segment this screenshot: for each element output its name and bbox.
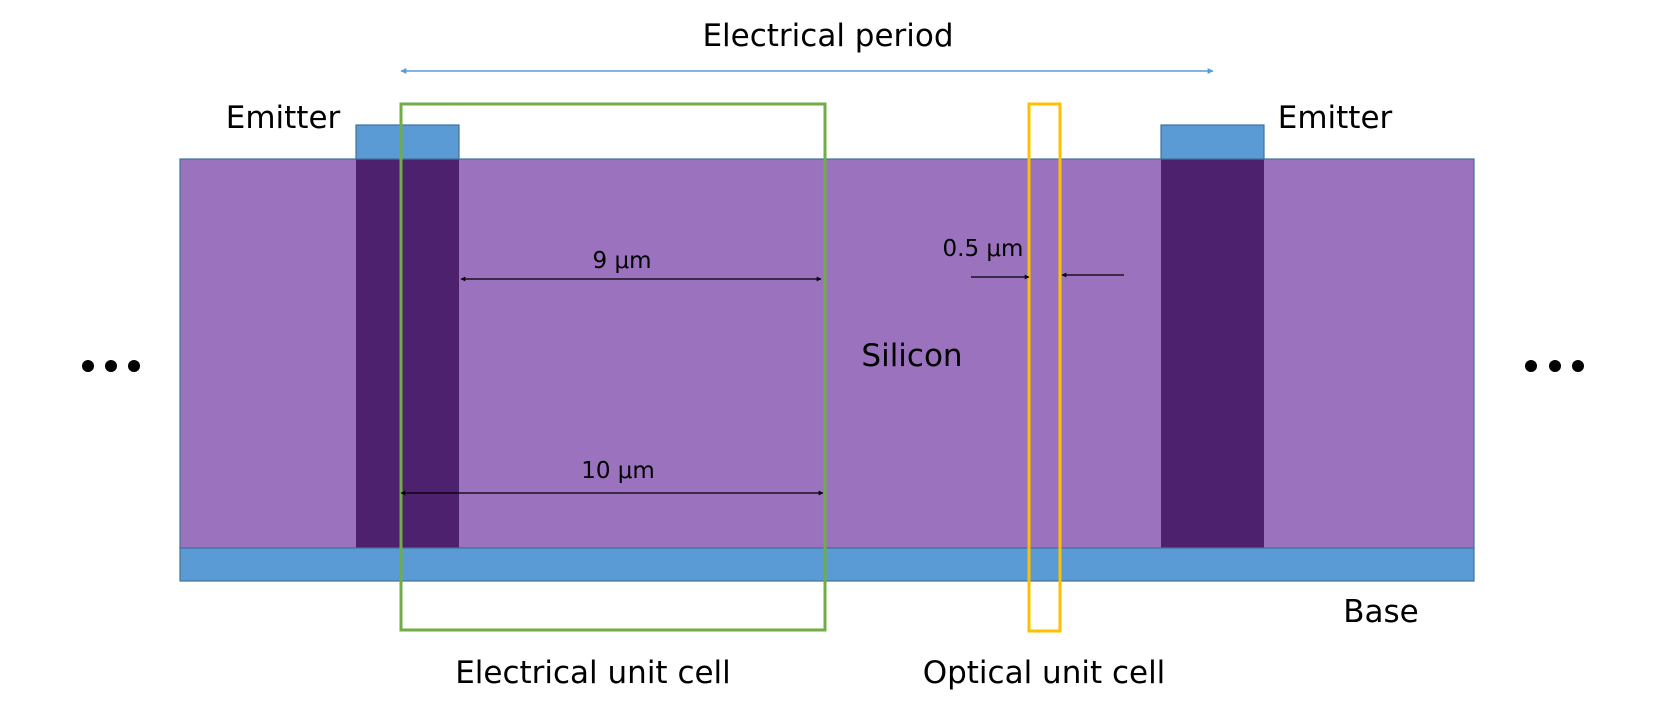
base-contact bbox=[179, 547, 1475, 582]
ellipsis-right-dot bbox=[1549, 360, 1561, 372]
ellipsis-left-dot bbox=[105, 360, 117, 372]
dimension-10um-label: 10 μm bbox=[581, 458, 655, 484]
electrical-unit-cell-label: Electrical unit cell bbox=[455, 655, 731, 691]
ellipsis-left bbox=[82, 360, 140, 372]
ellipsis-left-dot bbox=[82, 360, 94, 372]
ellipsis-left-dot bbox=[128, 360, 140, 372]
emitter-diffusion-left bbox=[356, 159, 459, 548]
dimension-05um-label: 0.5 μm bbox=[943, 236, 1024, 262]
dimension-9um-label: 9 μm bbox=[593, 248, 652, 274]
optical-unit-cell-outline bbox=[1027, 102, 1062, 633]
emitter-diffusion-right bbox=[1161, 159, 1264, 548]
electrical-period-label: Electrical period bbox=[702, 18, 953, 54]
optical-unit-cell-label: Optical unit cell bbox=[923, 655, 1166, 691]
ellipsis-right-dot bbox=[1572, 360, 1584, 372]
emitter-label-left: Emitter bbox=[226, 100, 341, 136]
base-label: Base bbox=[1343, 594, 1419, 630]
emitter-contact-right bbox=[1160, 124, 1265, 160]
ellipsis-right bbox=[1525, 360, 1584, 372]
silicon-label: Silicon bbox=[861, 338, 962, 374]
electrical-unit-cell-outline bbox=[399, 102, 827, 632]
emitter-label-right: Emitter bbox=[1278, 100, 1393, 136]
ellipsis-right-dot bbox=[1525, 360, 1537, 372]
emitter-contact-left bbox=[355, 124, 460, 160]
